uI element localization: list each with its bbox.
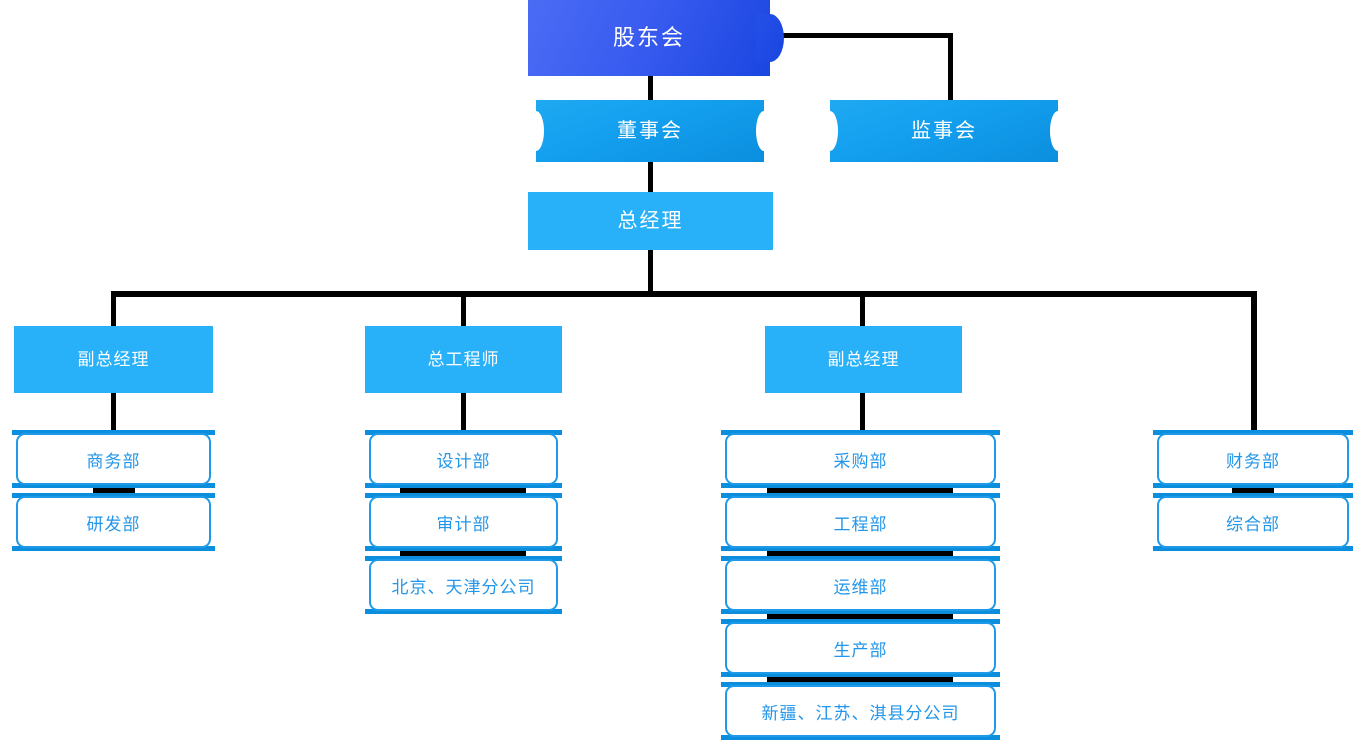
- connector-drop-col-3: [860, 291, 865, 327]
- leaf-top-bar: [12, 493, 215, 498]
- leaf-bottom-bar: [721, 483, 1000, 488]
- leaf-procurement-department-label: 采购部: [725, 433, 996, 485]
- connector-col-2-head-to-leaf: [461, 393, 466, 430]
- leaf-operations-department-label: 运维部: [725, 559, 996, 611]
- connector-col-1-head-to-leaf: [111, 393, 116, 430]
- leaf-finance-department-label: 财务部: [1157, 433, 1349, 485]
- leaf-beijing-tianjin-branch-label: 北京、天津分公司: [369, 559, 558, 611]
- leaf-connector-col-2-2: [400, 546, 526, 556]
- leaf-bottom-bar: [12, 546, 215, 551]
- leaf-bottom-bar: [12, 483, 215, 488]
- leaf-connector-col-1-1: [93, 483, 135, 493]
- node-deputy-gm-1-label: 副总经理: [77, 350, 150, 369]
- leaf-beijing-tianjin-branch[interactable]: 北京、天津分公司: [365, 556, 562, 614]
- leaf-top-bar: [721, 430, 1000, 435]
- node-deputy-gm-1[interactable]: 副总经理: [14, 326, 213, 393]
- node-deputy-gm-2-label: 副总经理: [827, 350, 900, 369]
- leaf-bottom-bar: [721, 609, 1000, 614]
- connector-drop-col-4: [1251, 291, 1257, 430]
- leaf-top-bar: [721, 619, 1000, 624]
- connector-drop-col-1: [111, 291, 116, 327]
- leaf-bottom-bar: [721, 672, 1000, 677]
- leaf-bottom-bar: [365, 483, 562, 488]
- leaf-top-bar: [1153, 430, 1353, 435]
- root-bulge-decoration: [756, 14, 784, 62]
- leaf-general-affairs-department[interactable]: 综合部: [1153, 493, 1353, 551]
- node-board-of-directors[interactable]: 董事会: [536, 100, 764, 162]
- leaf-bottom-bar: [1153, 546, 1353, 551]
- node-deputy-gm-2[interactable]: 副总经理: [765, 326, 962, 393]
- leaf-production-department[interactable]: 生产部: [721, 619, 1000, 677]
- leaf-bottom-bar: [365, 546, 562, 551]
- leaf-bottom-bar: [1153, 483, 1353, 488]
- leaf-top-bar: [721, 556, 1000, 561]
- leaf-general-affairs-department-label: 综合部: [1157, 496, 1349, 548]
- leaf-design-department[interactable]: 设计部: [365, 430, 562, 488]
- node-chief-engineer-label: 总工程师: [427, 350, 500, 369]
- leaf-top-bar: [1153, 493, 1353, 498]
- leaf-rnd-department[interactable]: 研发部: [12, 493, 215, 551]
- leaf-bottom-bar: [365, 609, 562, 614]
- leaf-bottom-bar: [721, 546, 1000, 551]
- leaf-bottom-bar: [721, 735, 1000, 740]
- leaf-connector-col-3-4: [767, 672, 953, 682]
- node-board-of-directors-label: 董事会: [617, 120, 683, 142]
- leaf-procurement-department[interactable]: 采购部: [721, 430, 1000, 488]
- node-shareholders-label: 股东会: [612, 25, 685, 50]
- leaf-engineering-department[interactable]: 工程部: [721, 493, 1000, 551]
- leaf-top-bar: [721, 493, 1000, 498]
- leaf-operations-department[interactable]: 运维部: [721, 556, 1000, 614]
- connector-board-to-gm: [648, 162, 653, 192]
- node-shareholders[interactable]: 股东会: [528, 0, 784, 76]
- leaf-xinjiang-jiangsu-qixian-branch[interactable]: 新疆、江苏、淇县分公司: [721, 682, 1000, 740]
- leaf-engineering-department-label: 工程部: [725, 496, 996, 548]
- connector-gm-trunk: [648, 250, 653, 293]
- node-general-manager-label: 总经理: [617, 210, 684, 232]
- leaf-connector-col-3-2: [767, 546, 953, 556]
- leaf-business-department-label: 商务部: [16, 433, 211, 485]
- node-board-of-supervisors-label: 监事会: [911, 120, 977, 142]
- leaf-top-bar: [721, 682, 1000, 687]
- leaf-top-bar: [12, 430, 215, 435]
- leaf-design-department-label: 设计部: [369, 433, 558, 485]
- connector-drop-col-2: [461, 291, 466, 327]
- leaf-top-bar: [365, 556, 562, 561]
- leaf-production-department-label: 生产部: [725, 622, 996, 674]
- leaf-xinjiang-jiangsu-qixian-branch-label: 新疆、江苏、淇县分公司: [725, 685, 996, 737]
- leaf-audit-department-label: 审计部: [369, 496, 558, 548]
- leaf-connector-col-3-1: [767, 483, 953, 493]
- connector-shareholders-to-board: [648, 74, 653, 100]
- leaf-finance-department[interactable]: 财务部: [1153, 430, 1353, 488]
- leaf-connector-col-4-1: [1232, 483, 1274, 493]
- leaf-connector-col-2-1: [400, 483, 526, 493]
- leaf-audit-department[interactable]: 审计部: [365, 493, 562, 551]
- node-general-manager[interactable]: 总经理: [528, 192, 773, 250]
- node-chief-engineer[interactable]: 总工程师: [365, 326, 562, 393]
- connector-distribution-bar: [111, 291, 1257, 297]
- leaf-business-department[interactable]: 商务部: [12, 430, 215, 488]
- connector-shareholders-to-supervisors-vertical: [948, 33, 953, 100]
- node-board-of-supervisors[interactable]: 监事会: [830, 100, 1058, 162]
- connector-shareholders-to-supervisors-horizontal: [770, 33, 953, 38]
- leaf-top-bar: [365, 430, 562, 435]
- leaf-top-bar: [365, 493, 562, 498]
- leaf-rnd-department-label: 研发部: [16, 496, 211, 548]
- leaf-connector-col-3-3: [767, 609, 953, 619]
- connector-col-3-head-to-leaf: [860, 393, 865, 430]
